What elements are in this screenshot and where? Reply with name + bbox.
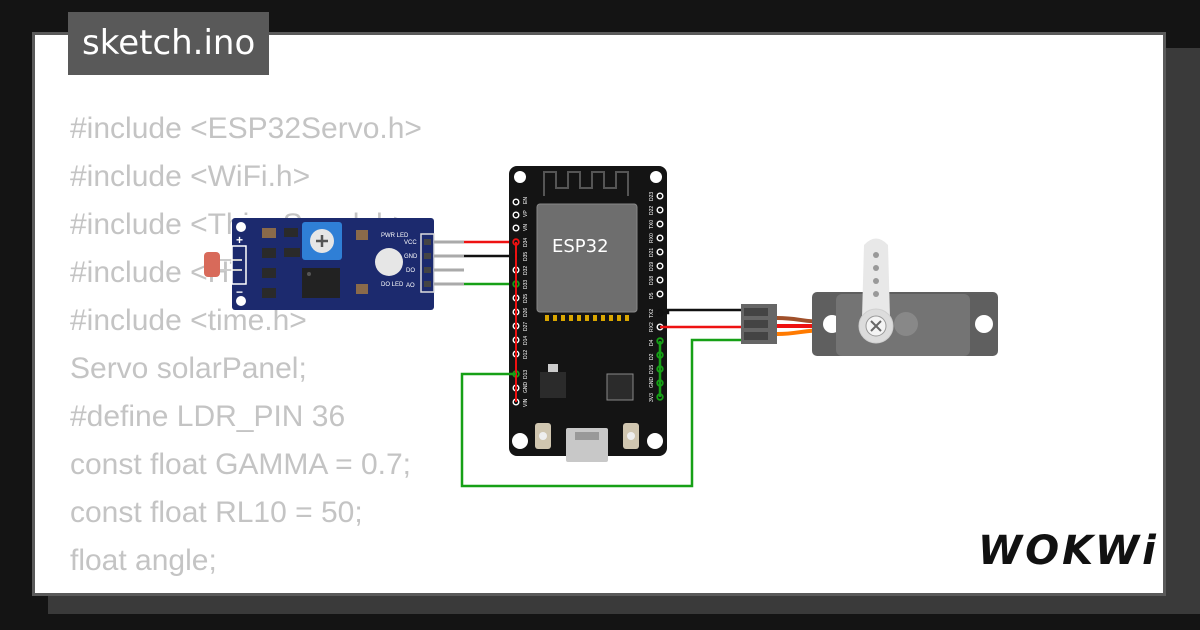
- ldr-sensor-module[interactable]: + − PWR LED DO LED VCC GND DO AO: [204, 218, 464, 310]
- svg-text:D4: D4: [649, 339, 655, 346]
- svg-text:VP: VP: [523, 210, 529, 217]
- pin-label-gnd: GND: [404, 254, 418, 260]
- svg-text:D25: D25: [523, 294, 529, 303]
- svg-text:TX2: TX2: [649, 309, 655, 318]
- servo-connector: [741, 304, 831, 344]
- photoresistor: [204, 252, 220, 277]
- svg-text:D21: D21: [649, 248, 655, 257]
- svg-text:GND: GND: [523, 382, 529, 394]
- svg-text:RX0: RX0: [649, 233, 655, 243]
- svg-text:D33: D33: [523, 280, 529, 289]
- svg-text:RX2: RX2: [649, 322, 655, 332]
- svg-text:VN: VN: [523, 224, 529, 231]
- svg-text:D22: D22: [649, 206, 655, 215]
- wokwi-logo: WOKWi: [978, 528, 1159, 574]
- svg-text:3V3: 3V3: [649, 393, 655, 402]
- code-line: #define LDR_PIN 36: [70, 400, 346, 433]
- svg-text:D27: D27: [523, 322, 529, 331]
- svg-text:D14: D14: [523, 336, 529, 345]
- minus-label: −: [236, 285, 243, 299]
- chip-label: ESP32: [552, 236, 609, 257]
- svg-text:D26: D26: [523, 308, 529, 317]
- code-line: #include <ESP32Servo.h>: [70, 112, 422, 145]
- code-preview: #include <ESP32Servo.h> #include <WiFi.h>…: [70, 105, 547, 593]
- svg-text:GND: GND: [649, 377, 655, 389]
- code-line: const float RL10 = 50;: [70, 496, 363, 529]
- svg-text:D15: D15: [649, 365, 655, 374]
- file-tab[interactable]: sketch.ino: [68, 12, 270, 75]
- servo-motor[interactable]: [812, 238, 998, 357]
- ldr-wires: [464, 240, 516, 286]
- code-line: Servo solarPanel;: [70, 352, 307, 385]
- svg-text:D23: D23: [649, 192, 655, 201]
- esp32-board[interactable]: ESP32: [509, 166, 667, 462]
- pin-label-do: DO: [406, 268, 415, 274]
- code-line: float angle;: [70, 544, 217, 577]
- svg-text:VIN: VIN: [523, 398, 529, 407]
- svg-text:D5: D5: [649, 292, 655, 299]
- svg-text:D19: D19: [649, 262, 655, 271]
- svg-text:EN: EN: [523, 197, 529, 204]
- svg-text:D35: D35: [523, 252, 529, 261]
- servo-wires: [460, 308, 744, 488]
- plus-label: +: [236, 233, 243, 247]
- code-line: const char* ssid = "Wokwi-GUEST";: [70, 585, 547, 593]
- svg-text:D12: D12: [523, 350, 529, 359]
- svg-text:TX0: TX0: [649, 220, 655, 229]
- pin-label-vcc: VCC: [404, 240, 417, 246]
- pwr-led-label: PWR LED: [381, 233, 409, 239]
- code-line: const float GAMMA = 0.7;: [70, 448, 411, 481]
- esp32-left-pins: [512, 198, 520, 406]
- led-dome: [375, 248, 403, 276]
- svg-text:D34: D34: [523, 238, 529, 247]
- code-line: #include <WiFi.h>: [70, 160, 311, 193]
- esp32-chip: [536, 203, 638, 313]
- pin-label-ao: AO: [406, 283, 415, 289]
- antenna-trace: [543, 171, 629, 196]
- svg-text:D2: D2: [649, 353, 655, 360]
- svg-text:D13: D13: [523, 370, 529, 379]
- esp32-pin-labels: EN VP VN D34 D35 D32 D33 D25 D26 D27 D14…: [523, 192, 655, 407]
- svg-text:D18: D18: [649, 276, 655, 285]
- do-led-label: DO LED: [381, 282, 404, 288]
- svg-text:D32: D32: [523, 266, 529, 275]
